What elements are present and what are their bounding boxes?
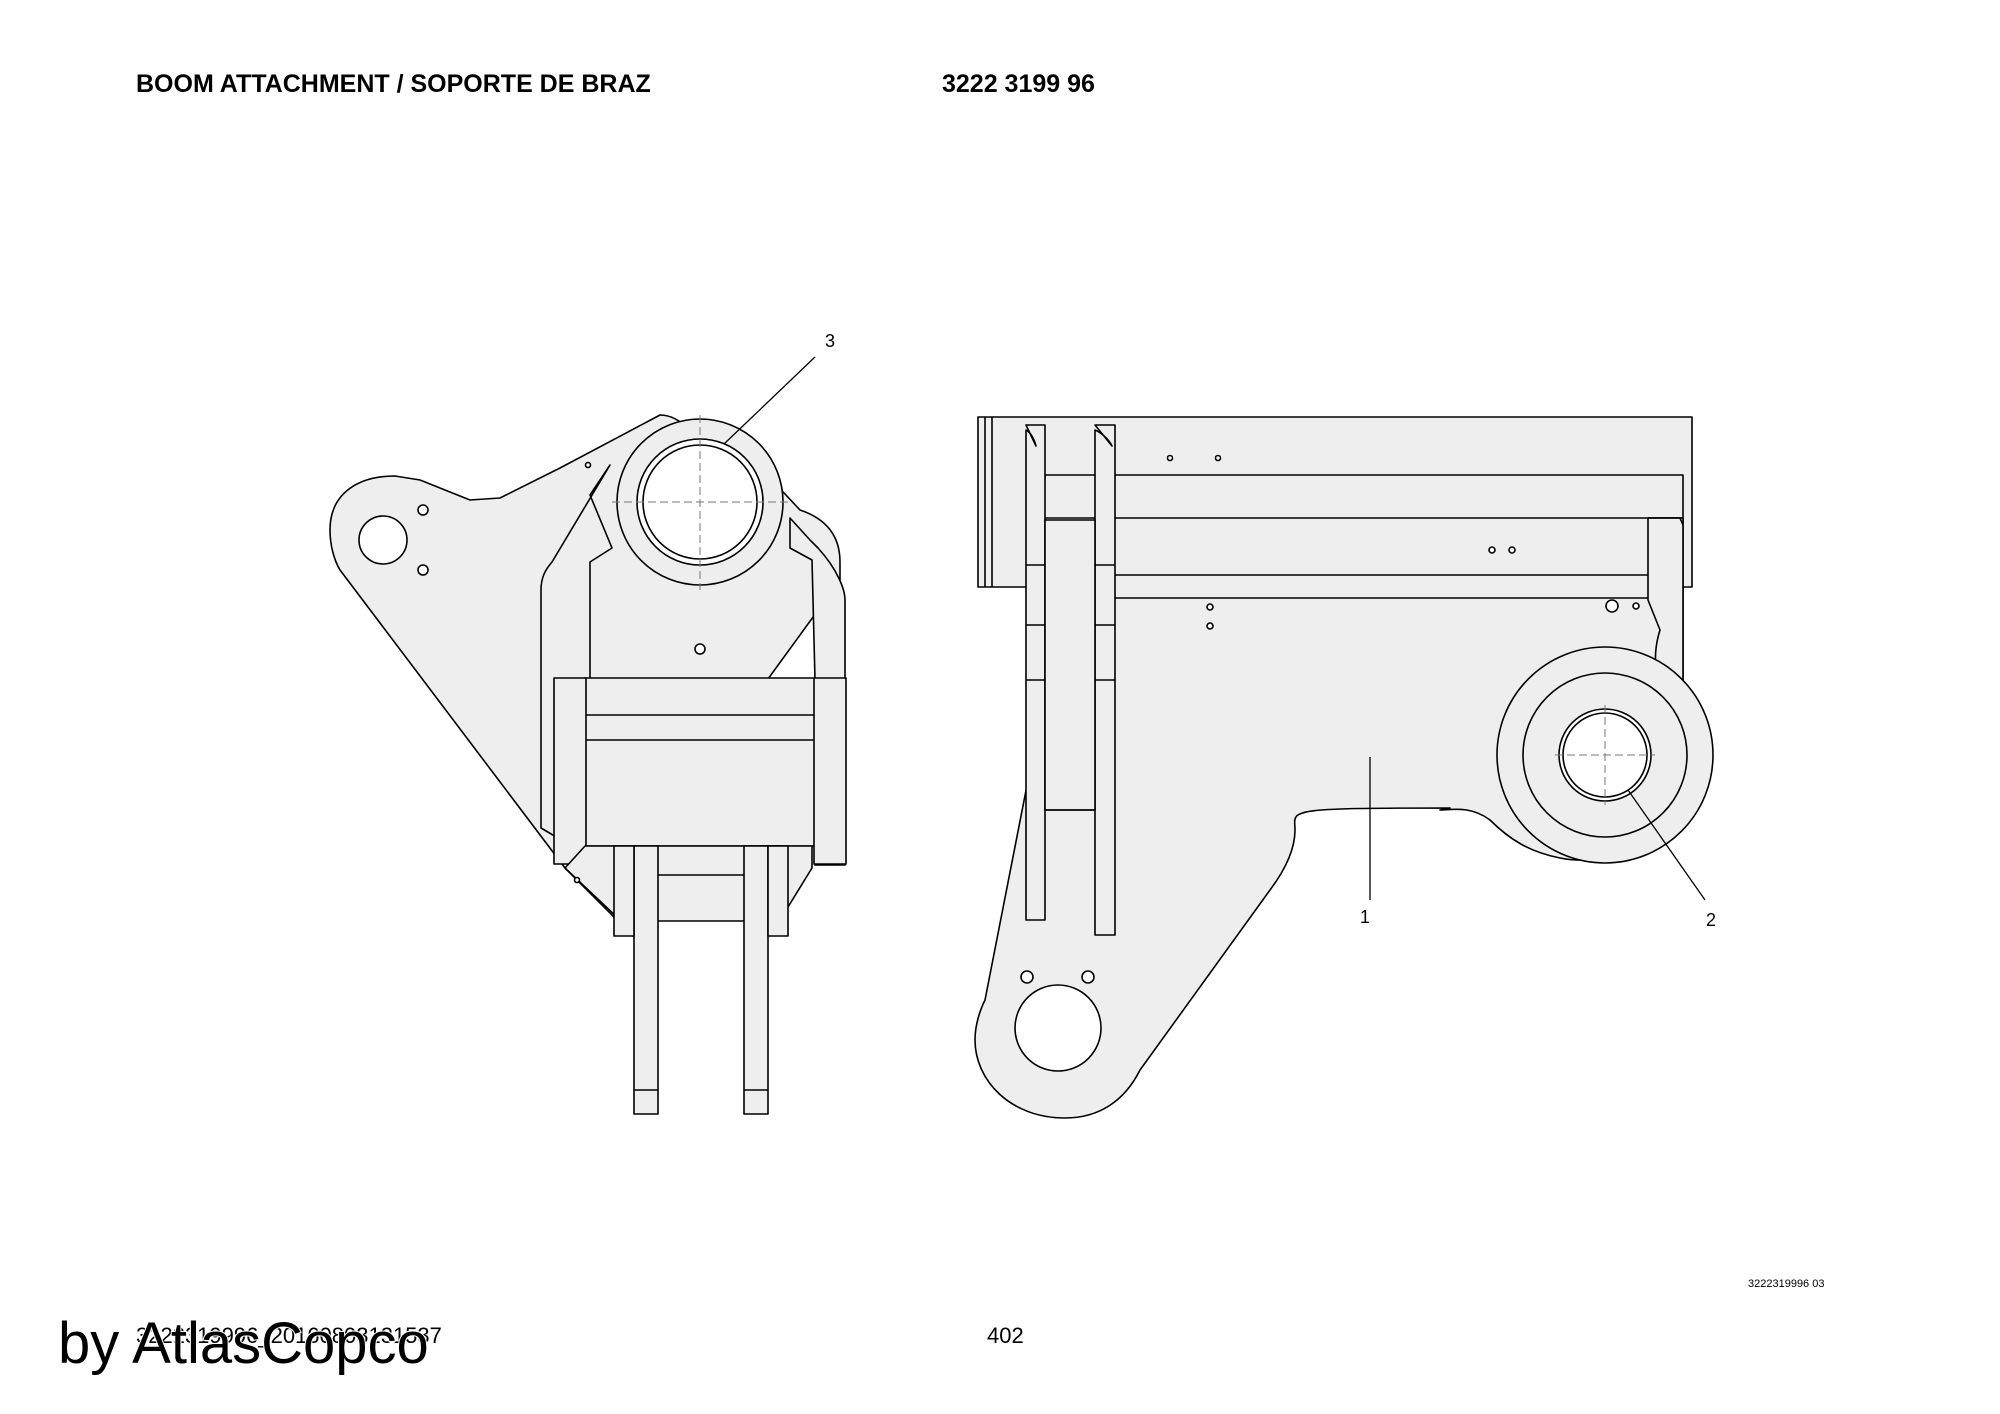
side-view [974,416,1714,1119]
side-mount-hole [1014,984,1102,1072]
document-id: 3222319996_20160803131537 [136,1323,442,1348]
page-title: BOOM ATTACHMENT / SOPORTE DE BRAZ [136,70,651,98]
front-tine-right [743,845,769,1115]
watermark: by AtlasCopco [57,1310,430,1377]
callout-3-leader [723,356,816,445]
part-number: 3222 3199 96 [942,70,1095,98]
page-number: 402 [987,1323,1024,1348]
callout-3: 3 [825,331,835,351]
callout-2-leader [1627,789,1706,901]
callout-1: 1 [1360,907,1370,927]
figure-reference: 3222319996 03 [1748,1278,1825,1290]
front-view [329,414,847,1115]
side-plate-left [1025,424,1046,921]
front-tine-left [633,845,659,1115]
front-lower-block [584,677,816,847]
callout-2: 2 [1706,910,1716,930]
front-mount-hole [358,515,408,565]
